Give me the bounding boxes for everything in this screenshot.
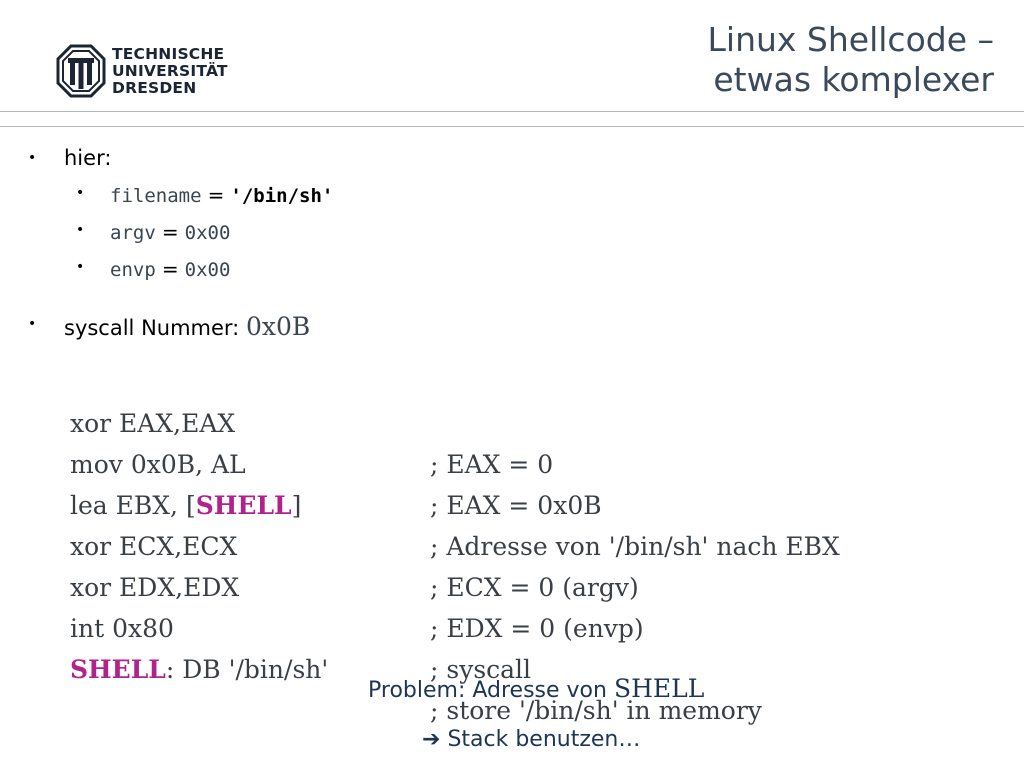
slide-title: Linux Shellcode – etwas komplexer bbox=[708, 20, 994, 100]
tu-dresden-emblem-icon bbox=[56, 44, 106, 98]
assembly-code-block: xor EAX,EAX ; EAX = 0 mov 0x0B, AL ; EAX… bbox=[70, 362, 840, 725]
bullet-dot-icon: • bbox=[76, 259, 85, 275]
bullet-dot-icon: • bbox=[76, 222, 85, 238]
header-divider-bottom bbox=[0, 126, 1024, 127]
code-comment: ; ECX = 0 (argv) bbox=[430, 573, 639, 602]
university-line-1: TECHNISCHE bbox=[112, 44, 225, 63]
code-line: int 0x80 ; syscall bbox=[70, 567, 531, 684]
code-line: lea EBX, [SHELL] ; Adresse von '/bin/sh'… bbox=[70, 444, 840, 561]
bullet-dot-icon: • bbox=[28, 316, 37, 332]
problem-symbol: SHELL bbox=[613, 674, 705, 703]
code-instruction: xor ECX,ECX bbox=[70, 532, 238, 561]
code-comment: ; syscall bbox=[430, 655, 532, 684]
code-comment: ; Adresse von '/bin/sh' nach EBX bbox=[430, 532, 840, 561]
sub-bullet-key: argv bbox=[110, 222, 156, 244]
code-comment: ; EDX = 0 (envp) bbox=[430, 614, 644, 643]
code-instruction: int 0x80 bbox=[70, 614, 174, 643]
problem-statement: Problem: Adresse von SHELL bbox=[368, 674, 704, 703]
code-instruction: SHELL: DB '/bin/sh' bbox=[70, 655, 329, 684]
code-comment: ; store '/bin/sh' in memory bbox=[430, 696, 762, 725]
sub-bullet-eq: = bbox=[207, 183, 225, 207]
university-line-3: DRESDEN bbox=[112, 78, 197, 97]
code-line: xor ECX,ECX ; ECX = 0 (argv) bbox=[70, 485, 639, 602]
code-comment: ; EAX = 0 bbox=[430, 450, 554, 479]
slide-title-line-2: etwas komplexer bbox=[713, 60, 994, 99]
university-name: TECHNISCHE UNIVERSITÄT DRESDEN bbox=[112, 44, 228, 97]
code-line: mov 0x0B, AL ; EAX = 0x0B bbox=[70, 403, 602, 520]
syscall-label: syscall Nummer: bbox=[64, 316, 240, 340]
sub-bullet-key: envp bbox=[110, 259, 156, 281]
arrow-right-icon: ➔ bbox=[422, 727, 441, 752]
tu-dresden-logo: TECHNISCHE UNIVERSITÄT DRESDEN bbox=[56, 44, 228, 98]
solution-text: Stack benutzen… bbox=[447, 727, 641, 752]
bullet-dot-icon: • bbox=[76, 185, 85, 201]
code-line: xor EDX,EDX ; EDX = 0 (envp) bbox=[70, 526, 644, 643]
problem-text: Problem: Adresse von bbox=[368, 678, 607, 703]
shell-label-highlight: SHELL bbox=[195, 491, 292, 520]
sub-bullet-eq: = bbox=[161, 257, 179, 281]
sub-bullet-value: '/bin/sh' bbox=[230, 185, 334, 207]
code-comment: ; EAX = 0x0B bbox=[430, 491, 602, 520]
header-divider-top bbox=[0, 111, 1024, 112]
university-line-2: UNIVERSITÄT bbox=[112, 61, 228, 80]
bullet-hier-text: hier: bbox=[64, 146, 112, 170]
code-instruction: mov 0x0B, AL bbox=[70, 450, 246, 479]
syscall-value: 0x0B bbox=[245, 312, 311, 341]
code-instruction: xor EAX,EAX bbox=[70, 409, 236, 438]
sub-bullet-value: 0x00 bbox=[184, 222, 231, 244]
sub-bullet-key: filename bbox=[110, 185, 202, 207]
bullet-dot-icon: • bbox=[28, 150, 37, 166]
solution-statement: ➔ Stack benutzen… bbox=[422, 727, 640, 752]
sub-bullet-eq: = bbox=[161, 220, 179, 244]
code-instruction: xor EDX,EDX bbox=[70, 573, 240, 602]
slide-header: TECHNISCHE UNIVERSITÄT DRESDEN Linux She… bbox=[0, 0, 1024, 130]
shell-label-highlight: SHELL bbox=[70, 655, 166, 684]
code-instruction: lea EBX, [SHELL] bbox=[70, 491, 302, 520]
slide-title-line-1: Linux Shellcode – bbox=[707, 20, 994, 59]
code-line: SHELL: DB '/bin/sh' ; store '/bin/sh' in… bbox=[70, 608, 762, 725]
code-line: xor EAX,EAX ; EAX = 0 bbox=[70, 362, 553, 479]
sub-bullet-value: 0x00 bbox=[184, 259, 231, 281]
